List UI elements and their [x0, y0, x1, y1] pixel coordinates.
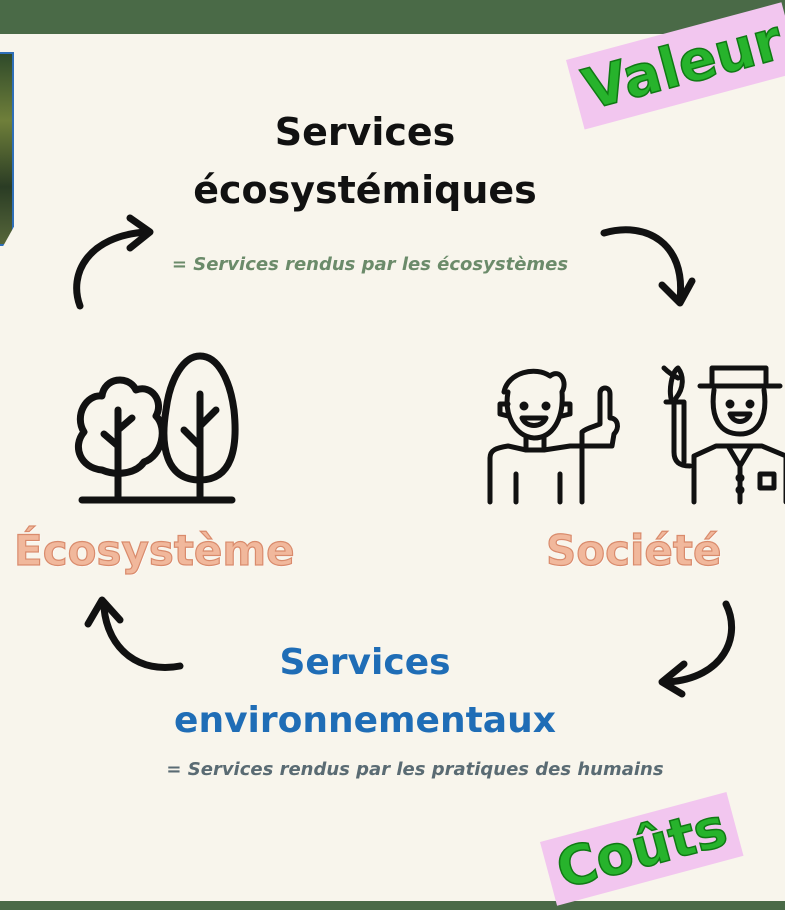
environmental-services-title: Services environnementaux [150, 634, 580, 750]
arrow-bottom-to-ecosystem-icon [84, 596, 184, 671]
ecosystem-services-subtitle: = Services rendus par les écosystèmes [171, 254, 569, 275]
society-label: Société [545, 525, 722, 575]
person-thumbs-up-icon [487, 368, 620, 505]
ecosystem-services-title: Services écosystémiques [150, 103, 580, 219]
arrow-ecosystem-to-top-icon [73, 214, 154, 310]
title-line-2: écosystémiques [193, 168, 537, 212]
costs-stamp: Coûts [540, 792, 744, 906]
ecosystem-label: Écosystème [13, 525, 295, 575]
title-line-1: Services [279, 642, 451, 683]
title-line-2: environnementaux [174, 700, 556, 741]
bottom-band [0, 901, 785, 910]
photo-thumbnail [0, 52, 14, 246]
arrow-top-to-society-icon [600, 226, 696, 307]
title-line-1: Services [274, 110, 456, 154]
environmental-services-subtitle: = Services rendus par les pratiques des … [166, 759, 664, 780]
trees-icon [75, 352, 239, 504]
farmer-with-sprout-icon [661, 365, 785, 505]
top-band [0, 0, 785, 34]
arrow-society-to-bottom-icon [658, 600, 736, 698]
